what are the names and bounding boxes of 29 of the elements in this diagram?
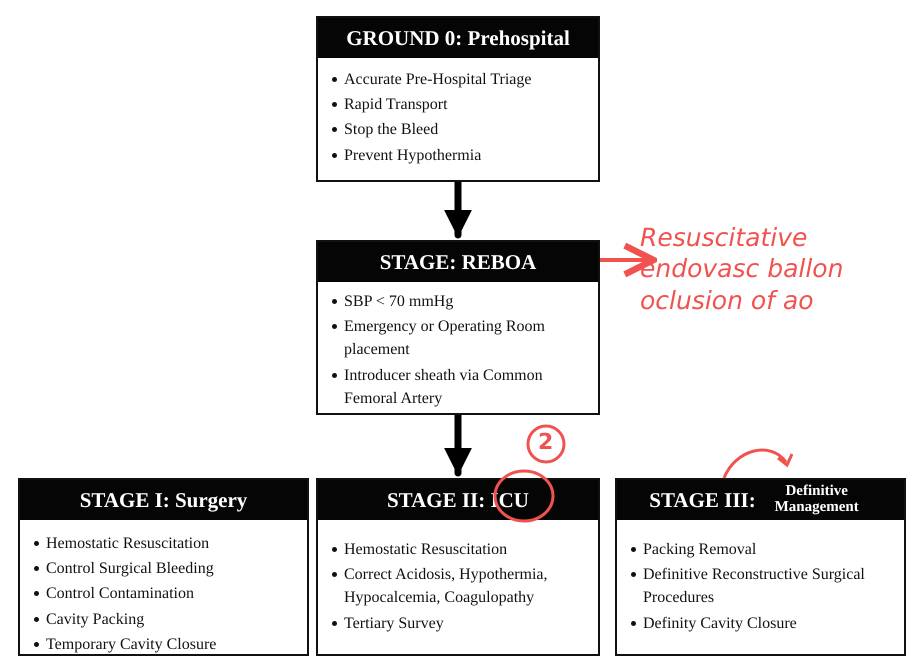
circled-number: 2 <box>538 430 554 455</box>
bullet-text: Correct Acidosis, Hypothermia, Hypocalcemia, Coagulopathy <box>344 565 549 608</box>
bullet-text: SBP < 70 mmHg <box>344 292 454 312</box>
bullet-text: Definity Cavity Closure <box>643 614 797 634</box>
stage-box <box>316 478 600 656</box>
bullet-text: Control Surgical Bleeding <box>46 559 214 580</box>
arrow <box>598 242 657 278</box>
bullet-text: Prevent Hypothermia <box>344 146 482 166</box>
stage-box <box>316 16 600 182</box>
stage-box <box>615 478 906 656</box>
bullet-text: Accurate Pre-Hospital Triage <box>344 70 532 90</box>
bullet-text: Definitive Reconstructive Surgical Procedures <box>643 565 866 608</box>
bullet-text: Stop the Bleed <box>344 120 438 140</box>
stage-header: GROUND 0: Prehospital <box>318 18 598 58</box>
bullet-text: Tertiary Survey <box>344 614 444 634</box>
stage-header: STAGE III: Definitive Management <box>617 480 904 520</box>
bullet-text: Introducer sheath via Common Femoral Artery <box>344 366 544 409</box>
bullet-text: Packing Removal <box>643 540 756 560</box>
bullet-text: Hemostatic Resuscitation <box>46 534 210 554</box>
bullet-text: Rapid Transport <box>344 95 448 116</box>
stage-header: STAGE I: Surgery <box>20 480 307 520</box>
bullet-text: Cavity Packing <box>46 610 144 630</box>
bullet-text: Control Contamination <box>46 584 194 604</box>
bullet-text: Temporary Cavity Closure <box>46 634 216 655</box>
stage-header: STAGE: REBOA <box>318 242 598 282</box>
bullet-text: Emergency or Operating Room placement <box>344 317 546 360</box>
stage-box <box>18 478 309 656</box>
bullet-text: Hemostatic Resuscitation <box>344 540 508 560</box>
stage-box <box>316 240 600 415</box>
